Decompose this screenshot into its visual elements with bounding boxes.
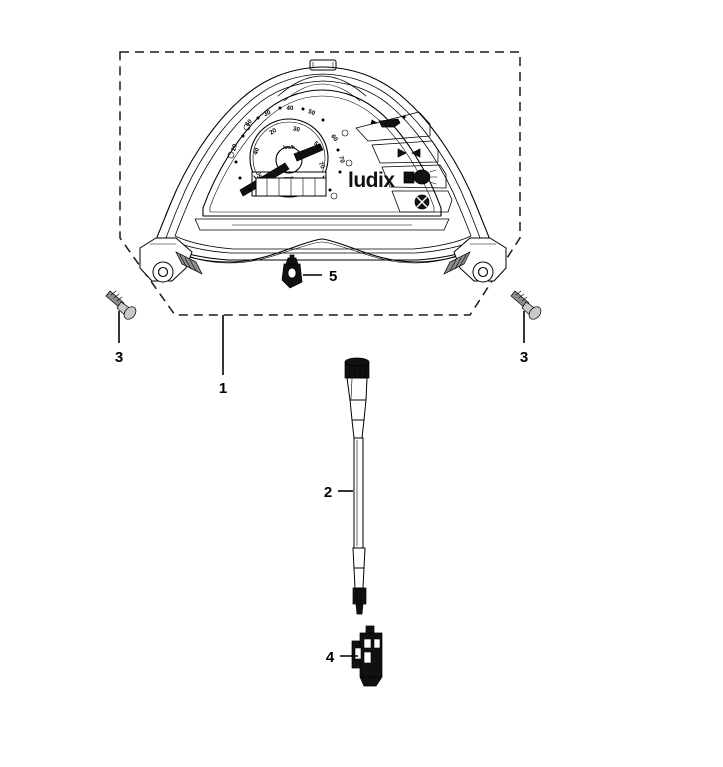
callout-2-label: 2 bbox=[324, 484, 332, 501]
cluster-shell-inner-line-2 bbox=[174, 80, 472, 250]
cluster-face-panel-inner bbox=[209, 95, 435, 213]
callout-1-label: 1 bbox=[219, 380, 227, 397]
dial-tick-40: 40 bbox=[252, 146, 261, 156]
callout-3-right-label: 3 bbox=[520, 349, 528, 366]
dial-tick-70: 70 bbox=[317, 161, 326, 171]
dial-tick-50: 50 bbox=[312, 140, 322, 150]
indicator-panel-group bbox=[355, 111, 453, 213]
dial-outer-40: 40 bbox=[287, 105, 294, 112]
dial-outer-30: 30 bbox=[263, 109, 273, 119]
mounting-tab-left bbox=[139, 237, 203, 283]
mounting-screw-left bbox=[105, 290, 137, 320]
dial-outer-70: 70 bbox=[337, 155, 346, 164]
dial-outer-60: 60 bbox=[329, 133, 339, 143]
cluster-face-panel bbox=[202, 89, 442, 217]
dial-outer-10: 20 bbox=[230, 143, 239, 152]
assembly-boundary bbox=[119, 51, 521, 316]
speedometer-drive-unit bbox=[351, 625, 383, 687]
instrument-cluster-assembly: km/h mph 20 30 40 50 60 70 80 60 30 40 5… bbox=[139, 59, 507, 283]
cluster-bottom-skirt-2 bbox=[169, 241, 476, 264]
cluster-bottom-skirt bbox=[155, 238, 491, 263]
neutral-icon bbox=[391, 190, 453, 213]
odometer-window bbox=[255, 177, 327, 197]
brand-logo: ludix bbox=[348, 169, 395, 192]
mounting-tab-right bbox=[443, 237, 507, 283]
dial-tick-20: 20 bbox=[268, 127, 278, 137]
callout-4-label: 4 bbox=[326, 649, 335, 666]
cluster-top-crease bbox=[277, 75, 367, 97]
cluster-lower-shelf bbox=[194, 218, 450, 231]
dial-tick-30: 30 bbox=[292, 125, 301, 133]
bulb-socket bbox=[281, 254, 303, 289]
callout-5-label: 5 bbox=[329, 268, 337, 285]
speedometer-needle bbox=[293, 143, 324, 162]
cable-sheath bbox=[353, 437, 364, 549]
cluster-top-crease-2 bbox=[283, 83, 361, 102]
speedometer-cable bbox=[344, 357, 370, 615]
dial-tick-60: 60 bbox=[255, 170, 264, 179]
dial-outer-20: 60 bbox=[244, 118, 254, 128]
cluster-shell-inner-line bbox=[165, 73, 481, 254]
dial-unit-primary: km/h bbox=[283, 145, 295, 151]
dial-outer-50: 50 bbox=[307, 108, 317, 117]
callout-3-left-label: 3 bbox=[115, 349, 123, 366]
cluster-outer-shell bbox=[155, 66, 491, 261]
mounting-screw-right bbox=[510, 290, 542, 320]
cluster-top-tab bbox=[309, 59, 337, 71]
speedometer-dial: km/h mph 20 30 40 50 60 70 80 60 30 40 5… bbox=[227, 105, 353, 200]
oil-pressure-icon bbox=[355, 111, 431, 142]
headlight-icon bbox=[381, 164, 447, 189]
turn-signal-icon bbox=[371, 140, 439, 164]
